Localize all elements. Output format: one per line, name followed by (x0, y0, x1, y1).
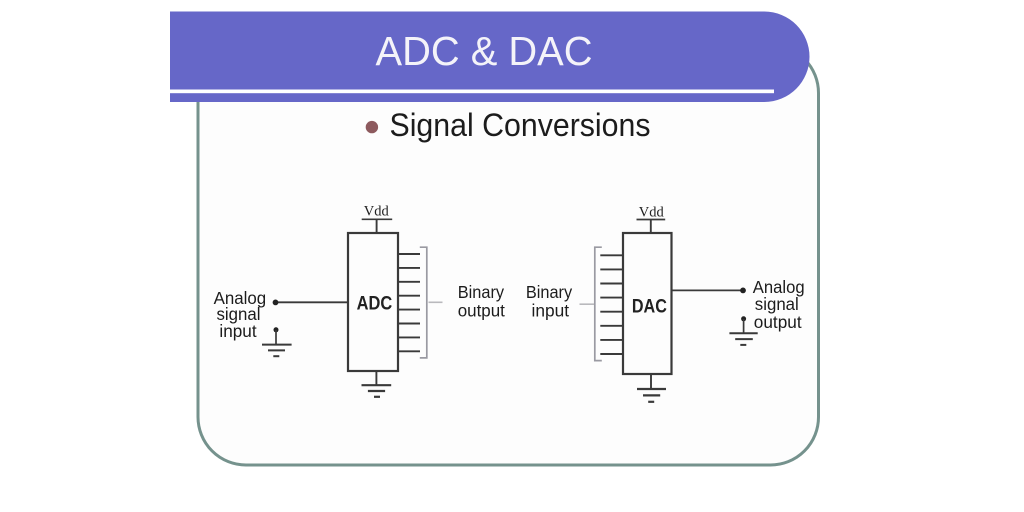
svg-text:DAC: DAC (632, 296, 667, 317)
svg-text:signal: signal (217, 304, 261, 324)
svg-text:Analog: Analog (753, 277, 805, 297)
svg-text:Binary: Binary (458, 282, 505, 302)
svg-text:ADC & DAC: ADC & DAC (376, 28, 593, 74)
svg-text:input: input (532, 301, 570, 321)
svg-text:Vdd: Vdd (639, 205, 664, 221)
svg-text:Signal Conversions: Signal Conversions (390, 107, 651, 143)
svg-text:Vdd: Vdd (364, 204, 389, 220)
svg-text:Binary: Binary (526, 282, 573, 302)
svg-text:signal: signal (755, 294, 799, 314)
svg-text:output: output (754, 312, 802, 332)
svg-text:output: output (458, 301, 505, 321)
svg-text:Analog: Analog (214, 288, 267, 308)
svg-text:ADC: ADC (357, 294, 393, 315)
svg-text:input: input (219, 321, 256, 341)
